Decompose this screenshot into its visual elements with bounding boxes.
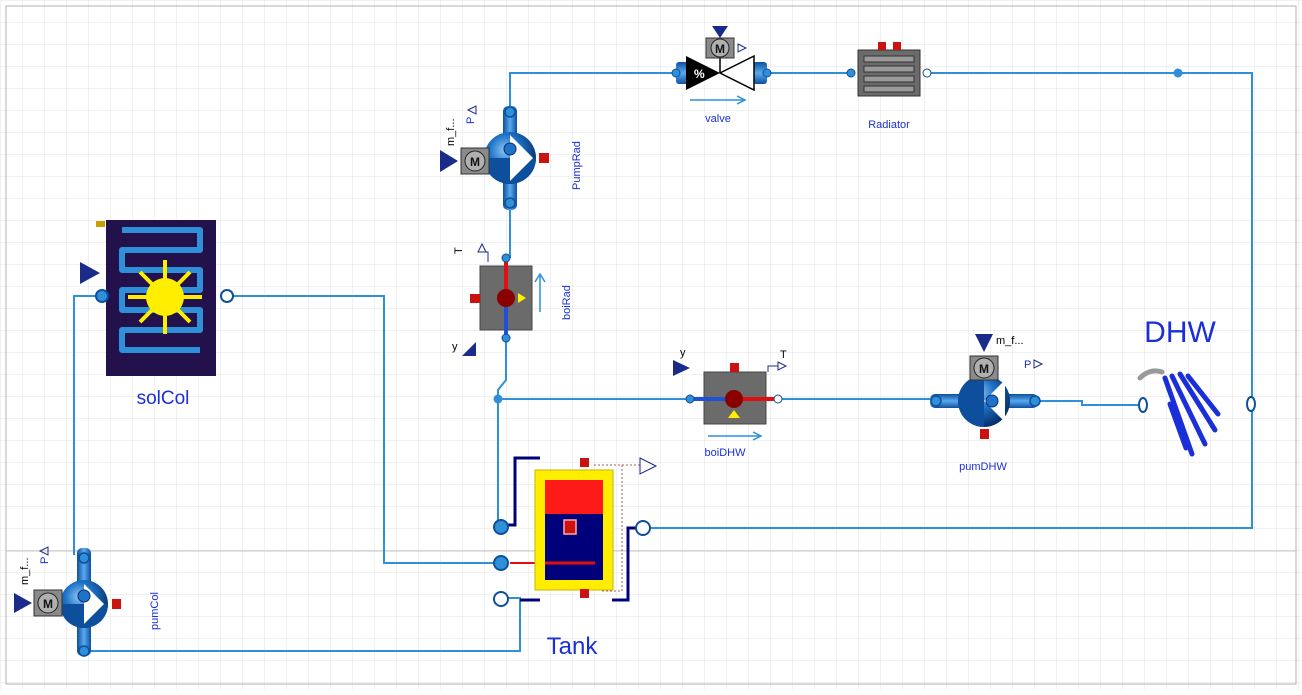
hand-icon bbox=[1162, 371, 1221, 457]
radiator[interactable]: Radiator bbox=[846, 42, 932, 131]
pumdhw-mflow-label: m_f... bbox=[996, 335, 1024, 347]
wire-solcol-tank[interactable] bbox=[229, 295, 500, 564]
pumdhw-input-triangle[interactable] bbox=[975, 334, 993, 352]
wire-pumdhw-dhw[interactable] bbox=[1037, 400, 1140, 406]
pump-dhw[interactable]: M m_f... P pumDHW bbox=[930, 334, 1044, 473]
pumdhw-p-label: P bbox=[1024, 359, 1031, 371]
wire-radiator-return[interactable] bbox=[929, 72, 1253, 398]
solcol-label: solCol bbox=[137, 388, 190, 409]
boirad-label: boiRad bbox=[561, 285, 573, 320]
weather-input-icon bbox=[96, 221, 105, 227]
wire-boirad-tank[interactable] bbox=[497, 338, 507, 525]
pumdhw-label: pumDHW bbox=[959, 461, 1007, 473]
tank-port-bottom[interactable] bbox=[635, 520, 651, 536]
connection-wires bbox=[73, 72, 1253, 652]
storage-tank[interactable]: Tank bbox=[493, 457, 658, 660]
pumprad-label: PumpRad bbox=[571, 141, 583, 190]
boirad-input-triangle[interactable] bbox=[462, 342, 476, 356]
solcol-port-b[interactable] bbox=[220, 289, 234, 303]
tank-temp-output[interactable] bbox=[639, 457, 658, 475]
pumcol-input-triangle[interactable] bbox=[14, 593, 32, 613]
valve-label: valve bbox=[705, 113, 731, 125]
solcol-port-a[interactable] bbox=[95, 289, 109, 303]
pumcol-p-label: P bbox=[39, 557, 51, 564]
dhw-port-a[interactable] bbox=[1138, 397, 1148, 413]
dhw-sink[interactable]: DHW bbox=[1137, 316, 1256, 457]
tank-port-hx-out[interactable] bbox=[493, 591, 509, 607]
diagram-border bbox=[5, 5, 1297, 685]
wire-pumprad-valve[interactable] bbox=[509, 72, 676, 112]
motor-icon: M bbox=[43, 597, 53, 611]
pumcol-mflow-label: m_f... bbox=[19, 557, 31, 585]
motor-icon: M bbox=[979, 362, 989, 376]
tank-label: Tank bbox=[547, 633, 599, 660]
tank-port-top[interactable] bbox=[493, 519, 509, 535]
motor-icon: M bbox=[470, 155, 480, 169]
tank-sensor-link bbox=[594, 464, 623, 592]
boidhw-y-label: y bbox=[680, 347, 686, 359]
boidhw-input-triangle[interactable] bbox=[673, 360, 690, 376]
dhw-label: DHW bbox=[1144, 316, 1216, 349]
motor-icon: M bbox=[715, 42, 725, 56]
boidhw-t-label: T bbox=[780, 349, 787, 361]
dhw-port-b[interactable] bbox=[1246, 396, 1256, 412]
pumprad-input-triangle[interactable] bbox=[440, 150, 458, 172]
pump-collector[interactable]: M m_f... P pumCol bbox=[14, 546, 161, 657]
pumprad-p-label: P bbox=[465, 117, 477, 124]
pumcol-label: pumCol bbox=[149, 592, 161, 630]
tank-port-hx-in[interactable] bbox=[493, 555, 509, 571]
pumprad-mflow-label: m_f... bbox=[445, 118, 457, 146]
pump-radiator[interactable]: M m_f... P PumpRad bbox=[440, 105, 583, 210]
valve-percent-icon: % bbox=[694, 67, 705, 81]
boidhw-label: boiDHW bbox=[705, 447, 747, 459]
wire-tank-pumcol[interactable] bbox=[84, 597, 521, 652]
boirad-y-label: y bbox=[452, 341, 458, 353]
boiler-radiator[interactable]: T y boiRad bbox=[452, 242, 573, 356]
wire-return-tank[interactable] bbox=[643, 410, 1253, 529]
valve-input-triangle[interactable] bbox=[712, 26, 728, 38]
three-way-valve[interactable]: % M valve bbox=[671, 26, 772, 125]
wire-solcol-pumcol[interactable] bbox=[73, 295, 102, 555]
tap-icon bbox=[1137, 368, 1165, 381]
boiler-dhw[interactable]: y T boiDHW bbox=[673, 347, 788, 459]
solcol-input-triangle[interactable] bbox=[80, 262, 100, 284]
junction-dot bbox=[1173, 68, 1183, 78]
boirad-t-label: T bbox=[453, 247, 465, 254]
radiator-label: Radiator bbox=[868, 119, 910, 131]
junction-dot bbox=[493, 394, 503, 404]
solar-collector[interactable]: solCol bbox=[80, 220, 234, 409]
